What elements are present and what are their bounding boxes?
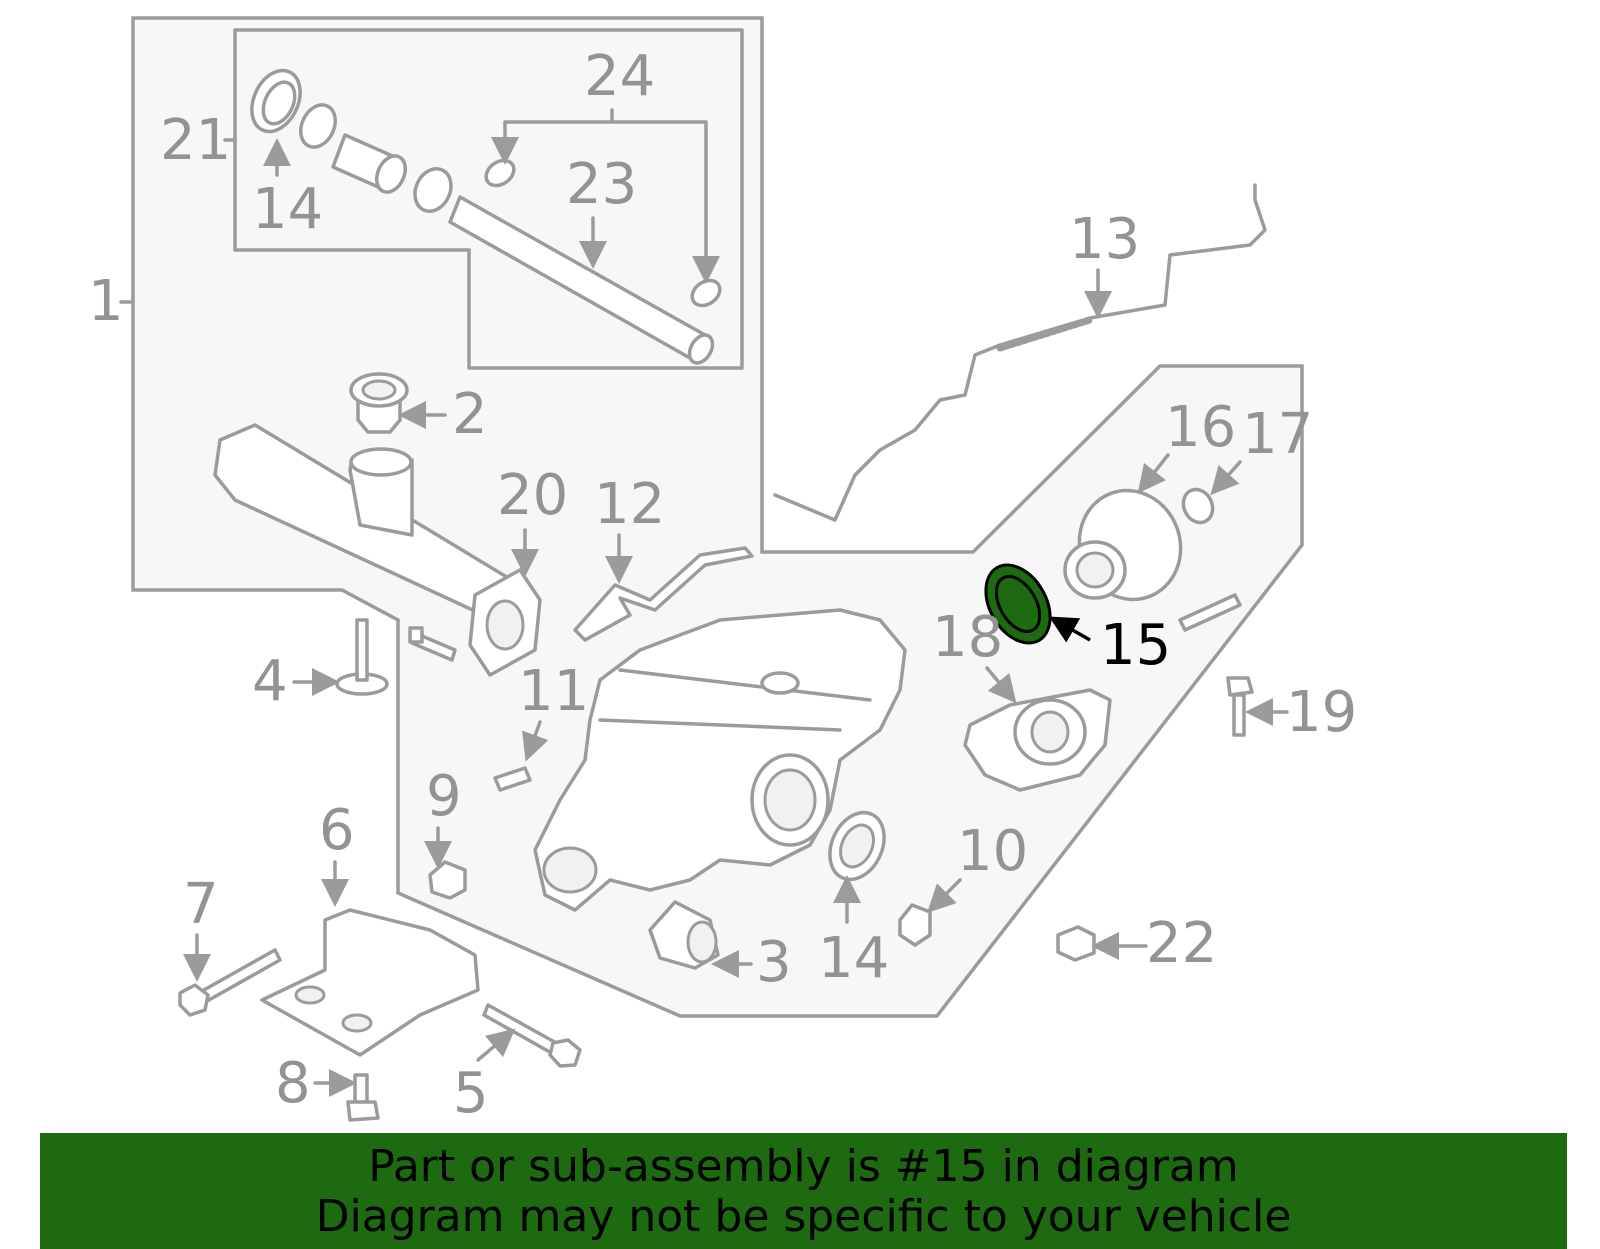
- housing-tube-part-21: [213, 423, 542, 677]
- leader-lines: [119, 108, 1289, 1097]
- banner-line-2: Diagram may not be specific to your vehi…: [315, 1191, 1292, 1242]
- bolt-small-21: [408, 626, 457, 662]
- info-banner: Part or sub-assembly is #15 in diagram D…: [40, 1133, 1567, 1249]
- bracket-part-12: [573, 546, 754, 642]
- bolt-head-7: [178, 983, 210, 1017]
- differential-housing: [533, 608, 907, 912]
- callout-22: 21: [160, 108, 231, 173]
- vent-tube-part-13: [773, 183, 1267, 522]
- callout-3: 3: [756, 930, 792, 995]
- bushing-part-3: [648, 900, 720, 970]
- sleeve: [331, 133, 408, 194]
- callout-19: 19: [1286, 680, 1357, 745]
- vent-tube-spring: [996, 316, 1094, 352]
- mount-part-18: [963, 688, 1112, 792]
- callout-10: 10: [957, 819, 1028, 884]
- seal-part-14-top: [250, 68, 302, 134]
- callout-7: 7: [183, 872, 219, 937]
- stud-part-4: [335, 618, 389, 696]
- bushing-ring: [413, 167, 453, 213]
- banner-line-1: Part or sub-assembly is #15 in diagram: [368, 1141, 1239, 1192]
- bushing-part-10: [898, 903, 932, 947]
- flange-part-16: [1063, 488, 1183, 602]
- callout-12: 12: [594, 472, 665, 537]
- seal-part-15: [984, 563, 1052, 645]
- callout-4: 4: [252, 649, 288, 714]
- nut-part-17: [1181, 487, 1215, 525]
- callout-16: 16: [1165, 395, 1236, 460]
- callout-5: 5: [453, 1061, 489, 1126]
- callout-15: 15: [1100, 613, 1171, 678]
- nut-part-20: [1056, 925, 1096, 962]
- shaft-part-23: [448, 195, 715, 365]
- callout-6: 6: [319, 798, 355, 863]
- callout-20: 22: [1146, 911, 1217, 976]
- bolt-head-5: [548, 1038, 582, 1068]
- callout-11: 11: [518, 659, 589, 724]
- bracket-hole-2: [341, 1013, 373, 1033]
- sensor-part-11: [493, 766, 532, 792]
- bolt-near-16: [1178, 593, 1242, 632]
- callout-23: 23: [566, 152, 637, 217]
- bracket-hole-1: [294, 985, 326, 1005]
- callout-8: 8: [275, 1051, 311, 1116]
- callout-14-bottom: 14: [818, 926, 889, 991]
- callout-14-top: 14: [252, 177, 323, 242]
- callout-9: 9: [426, 764, 462, 829]
- callout-17: 17: [1242, 402, 1313, 467]
- bushing-part-2: [349, 372, 409, 434]
- callout-18: 18: [932, 605, 1003, 670]
- callout-13: 13: [1069, 207, 1140, 272]
- bolt-part-8: [346, 1073, 380, 1122]
- bolt-part-19: [1226, 676, 1254, 737]
- callout-21: 20: [497, 463, 568, 528]
- callout-1: 1: [88, 269, 124, 334]
- callout-24: 24: [584, 44, 655, 109]
- bracket-part-6: [260, 908, 480, 1057]
- callout-2: 2: [452, 382, 488, 447]
- bushing-small: [299, 103, 337, 149]
